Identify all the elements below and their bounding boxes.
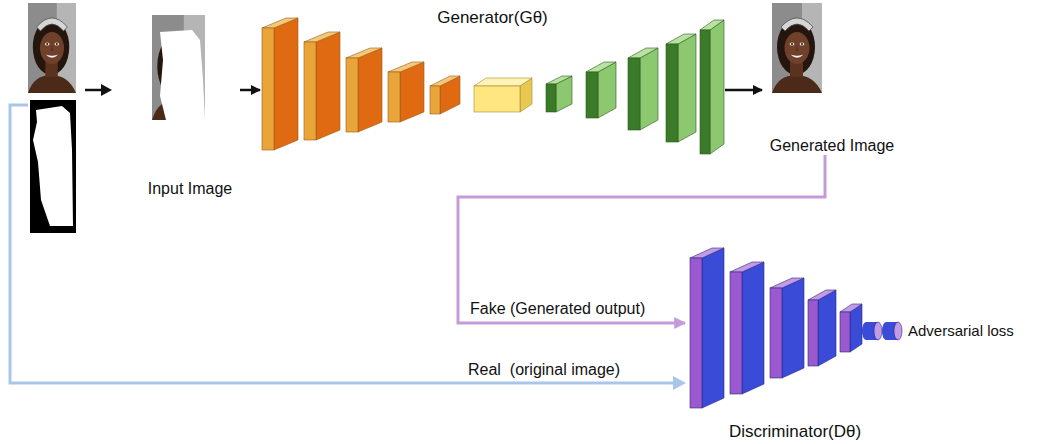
output-layer	[862, 322, 882, 340]
encoder-layer	[430, 86, 440, 114]
image-panel: Generated Image	[762, 0, 902, 155]
encoder-layer	[346, 48, 382, 132]
encoder-layer	[358, 48, 382, 132]
encoder-layer	[430, 76, 460, 86]
real-path	[673, 376, 686, 390]
node-label: Input Image	[148, 179, 233, 198]
generator-layers	[262, 18, 724, 154]
encoder-layer	[346, 58, 358, 132]
node-label: Discriminator(Dθ)	[729, 422, 861, 442]
discriminator-layer	[730, 262, 764, 272]
decoder-layer	[628, 48, 658, 130]
bottleneck-layer	[474, 78, 532, 86]
image-panel: Input Image	[140, 10, 240, 198]
masked-photo	[160, 30, 205, 120]
encoder-layer	[388, 62, 424, 72]
output-layer	[882, 322, 902, 340]
decoder-layer	[628, 58, 640, 130]
encoder-layer	[316, 32, 340, 140]
encoder-layer	[388, 72, 400, 122]
masked-photo	[152, 15, 205, 120]
discriminator-layer	[702, 248, 724, 408]
decoder-layer	[586, 62, 616, 118]
decoder-layer	[710, 20, 724, 154]
discriminator-layer	[808, 300, 818, 366]
decoder-layer	[666, 34, 696, 44]
encoder-layer	[262, 18, 298, 28]
original-photo	[28, 3, 76, 93]
discriminator-layer	[770, 288, 782, 378]
discriminator-layer	[818, 290, 836, 366]
discriminator-layers	[690, 248, 902, 408]
discriminator-layer	[808, 290, 836, 366]
discriminator-layer	[782, 278, 804, 378]
original-photo	[28, 3, 76, 93]
bottleneck-layer	[474, 78, 532, 112]
decoder-layer	[700, 30, 710, 154]
discriminator-layer	[690, 248, 724, 408]
input-label: Real (original image)	[468, 360, 620, 379]
bottleneck-layer	[474, 86, 520, 112]
decoder-layer	[628, 48, 658, 58]
discriminator-layer	[840, 312, 850, 352]
encoder-layer	[400, 62, 424, 122]
discriminator-layer	[690, 248, 724, 258]
encoder-layer	[274, 18, 298, 150]
discriminator-layer	[770, 278, 804, 288]
encoder-layer	[430, 76, 460, 114]
connector-arrow	[240, 89, 260, 92]
generated-photo	[772, 3, 822, 93]
discriminator-layer	[690, 258, 702, 408]
discriminator-layer	[742, 262, 764, 394]
flow-arrow	[85, 84, 112, 96]
output-layer	[874, 322, 882, 340]
decoder-layer	[666, 34, 696, 142]
connector-arrow	[458, 155, 825, 323]
decoder-layer	[666, 44, 678, 142]
network-block: Generator(Gθ)	[260, 8, 725, 156]
encoder-layer	[304, 32, 340, 42]
edge-label: Fake (Generated output)	[468, 299, 647, 318]
output-layer	[894, 322, 902, 340]
discriminator-layer	[730, 262, 764, 394]
node-label: Generated Image	[770, 136, 895, 155]
encoder-layer	[388, 62, 424, 122]
discriminator-layer	[840, 304, 862, 352]
decoder-layer	[700, 20, 724, 30]
flow-arrow	[85, 89, 103, 92]
network-block: Discriminator(Dθ)	[685, 242, 905, 442]
decoder-layer	[640, 48, 658, 130]
discriminator-layer	[808, 290, 836, 300]
decoder-layer	[546, 84, 556, 112]
real-path	[10, 105, 686, 390]
decoder-layer	[678, 34, 696, 142]
generated-photo	[772, 3, 822, 93]
masked-photo	[152, 15, 205, 120]
decoder-layer	[586, 62, 616, 72]
encoder-layer	[304, 32, 340, 140]
discriminator-layer	[850, 304, 862, 352]
node-label: Generator(Gθ)	[437, 8, 548, 28]
discriminator-layer	[730, 272, 742, 394]
decoder-layer	[546, 76, 572, 84]
flow-arrow	[101, 84, 112, 96]
output-label: Adversarial loss	[908, 322, 1014, 340]
real-path	[10, 105, 674, 383]
encoder-layer	[346, 48, 382, 58]
discriminator-layer	[770, 278, 804, 378]
encoder-layer	[262, 28, 274, 150]
decoder-layer	[546, 76, 572, 112]
decoder-layer	[586, 72, 598, 118]
encoder-layer	[304, 42, 316, 140]
connector-arrow	[725, 89, 762, 92]
mask-image	[30, 100, 76, 233]
mask-image	[33, 106, 73, 226]
discriminator-layer	[840, 304, 862, 312]
mask-image	[30, 100, 76, 233]
encoder-layer	[262, 18, 298, 150]
decoder-layer	[700, 20, 724, 154]
